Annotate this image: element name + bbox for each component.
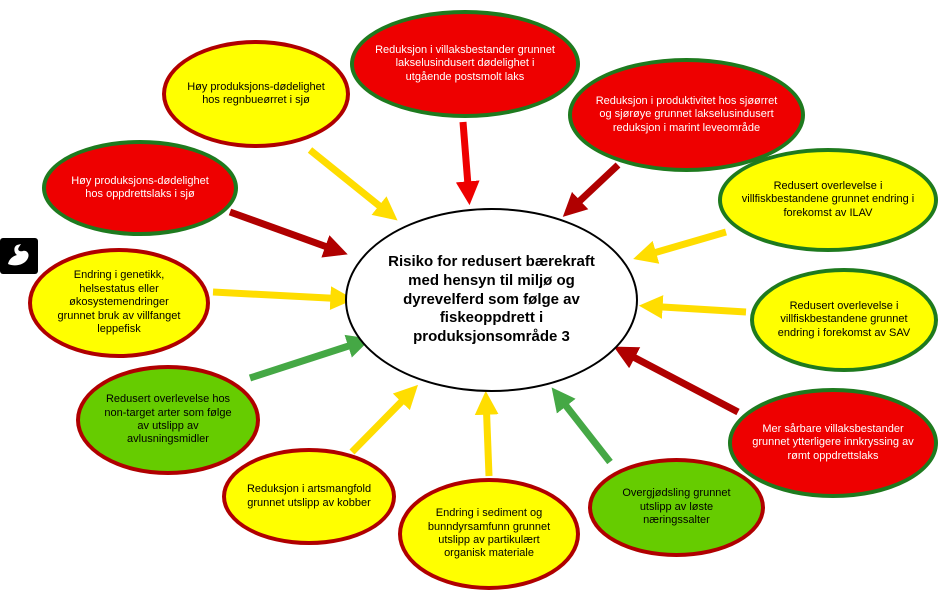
node-label: Redusert overlevelse hos non-target arte… <box>104 393 232 446</box>
node-villfisk-ilav: Redusert overlevelse i villfiskbestanden… <box>718 148 938 252</box>
node-villaks-lakselus-postsmolt: Reduksjon i villaksbestander grunnet lak… <box>350 10 580 118</box>
swan-logo-icon <box>0 238 38 274</box>
arrow-villaks-lakselus <box>455 121 480 206</box>
node-label: Mer sårbare villaksbestander grunnet ytt… <box>752 422 914 462</box>
arrow-kobber <box>349 384 419 455</box>
arrow-non-target <box>248 334 371 382</box>
arrow-ilav <box>633 228 727 264</box>
node-genetikk-leppefisk: Endring i genetikk, helsestatus eller øk… <box>28 248 210 358</box>
node-non-target-avlusning: Redusert overlevelse hos non-target arte… <box>76 365 260 475</box>
node-label: Reduksjon i artsmangfold grunnet utslipp… <box>246 483 372 509</box>
node-oppdrettslaks-dodelighet: Høy produksjons-dødelighet hos oppdretts… <box>42 140 238 236</box>
arrow-overgjodsling <box>551 387 613 465</box>
node-label: Reduksjon i villaksbestander grunnet lak… <box>375 43 555 83</box>
node-sediment-bunndyr: Endring i sediment og bunndyrsamfunn gru… <box>398 478 580 590</box>
arrow-oppdrettslaks <box>228 208 348 258</box>
node-label: Redusert overlevelse i villfiskbestanden… <box>777 299 911 339</box>
node-label: Endring i genetikk, helsestatus eller øk… <box>57 269 181 336</box>
node-artsmangfold-kobber: Reduksjon i artsmangfold grunnet utslipp… <box>222 448 396 545</box>
arrow-sjoorret <box>562 162 621 217</box>
central-risk-label: Risiko for redusert bærekraft med hensyn… <box>388 253 595 346</box>
node-villaks-innkryssing: Mer sårbare villaksbestander grunnet ytt… <box>728 388 938 498</box>
node-regnbueorret-dodelighet: Høy produksjons-dødelighet hos regnbueør… <box>162 40 350 148</box>
node-label: Redusert overlevelse i villfiskbestanden… <box>741 179 915 219</box>
arrow-sav <box>638 295 747 319</box>
swan-glyph <box>8 244 29 266</box>
node-villfisk-sav: Redusert overlevelse i villfiskbestanden… <box>750 268 938 372</box>
node-label: Overgjødsling grunnet utslipp av løste n… <box>622 487 731 527</box>
node-sjoorret-produktivitet: Reduksjon i produktivitet hos sjøørret o… <box>568 58 805 172</box>
node-overgjodsling: Overgjødsling grunnet utslipp av løste n… <box>588 458 765 557</box>
node-label: Høy produksjons-dødelighet hos oppdretts… <box>71 174 209 200</box>
node-label: Høy produksjons-dødelighet hos regnbueør… <box>187 80 325 106</box>
node-label: Reduksjon i produktivitet hos sjøørret o… <box>595 94 778 134</box>
central-risk-ellipse: Risiko for redusert bærekraft med hensyn… <box>345 208 638 392</box>
arrow-genetikk <box>212 286 355 311</box>
arrow-regnbueorret <box>307 147 398 221</box>
arrow-innkryssing <box>613 346 740 416</box>
node-label: Endring i sediment og bunndyrsamfunn gru… <box>427 507 551 560</box>
arrow-sediment <box>474 390 499 477</box>
